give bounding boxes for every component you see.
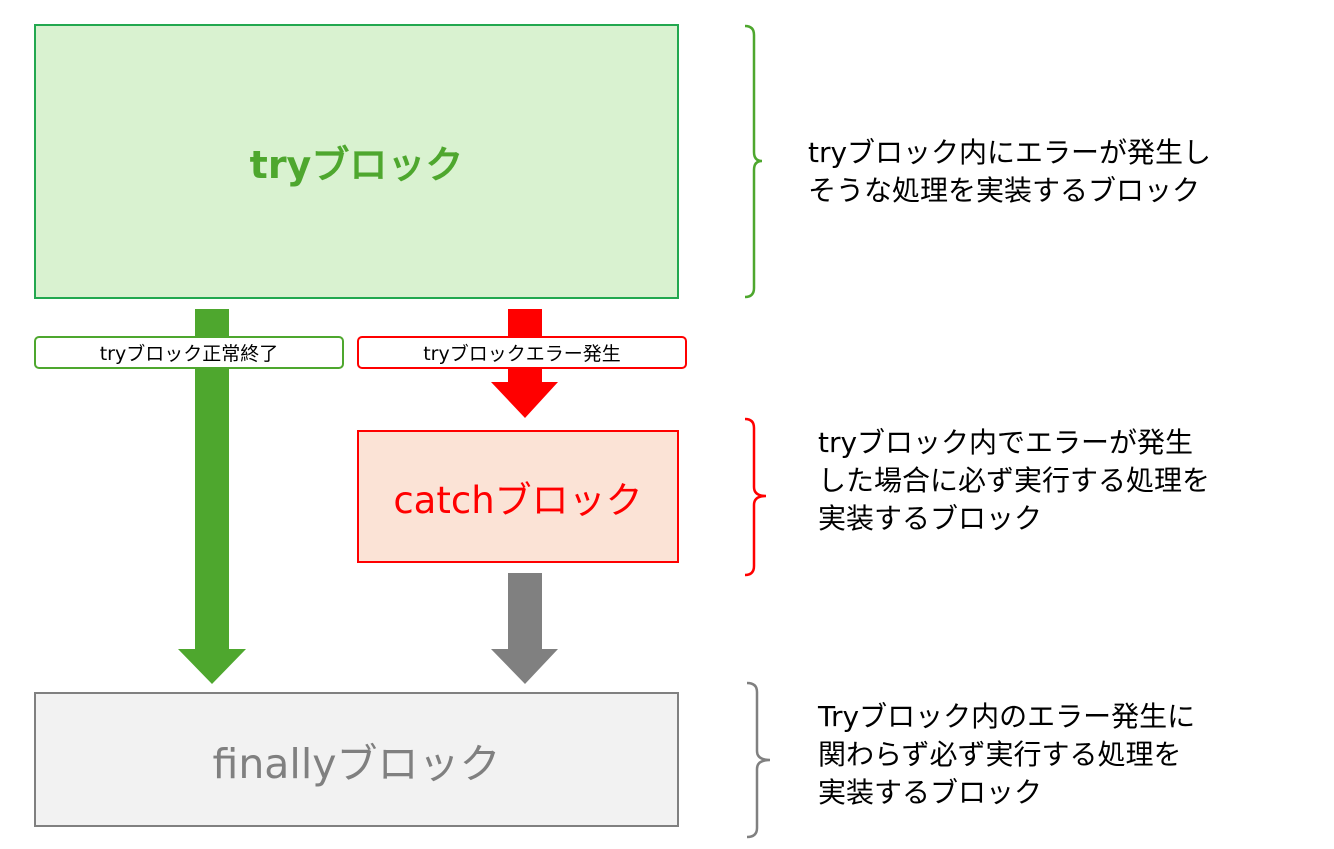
- normal-flow-arrow: [178, 309, 246, 684]
- finally-brace: [746, 681, 771, 839]
- finally-block: finallyブロック: [34, 692, 679, 827]
- try-block-title: tryブロック: [249, 143, 464, 187]
- error-occurred-label-text: tryブロックエラー発生: [423, 343, 621, 365]
- catch-block: catchブロック: [357, 430, 679, 563]
- finally-block-title: finallyブロック: [212, 739, 501, 788]
- try-brace: [744, 24, 763, 299]
- catch-block-title: catchブロック: [393, 478, 643, 522]
- catch-description: tryブロック内でエラーが発生 した場合に必ず実行する処理を 実装するブロック: [818, 426, 1211, 535]
- error-occurred-label: tryブロックエラー発生: [357, 336, 687, 369]
- try-block: tryブロック: [34, 24, 679, 299]
- normal-end-label: tryブロック正常終了: [34, 336, 344, 369]
- catch-brace: [744, 417, 767, 577]
- finally-description: Tryブロック内のエラー発生に 関わらず必ず実行する処理を 実装するブロック: [818, 700, 1196, 809]
- normal-end-label-text: tryブロック正常終了: [99, 343, 279, 365]
- try-description: tryブロック内にエラーが発生し そうな処理を実装するブロック: [808, 136, 1212, 207]
- catch-to-finally-arrow: [491, 573, 558, 684]
